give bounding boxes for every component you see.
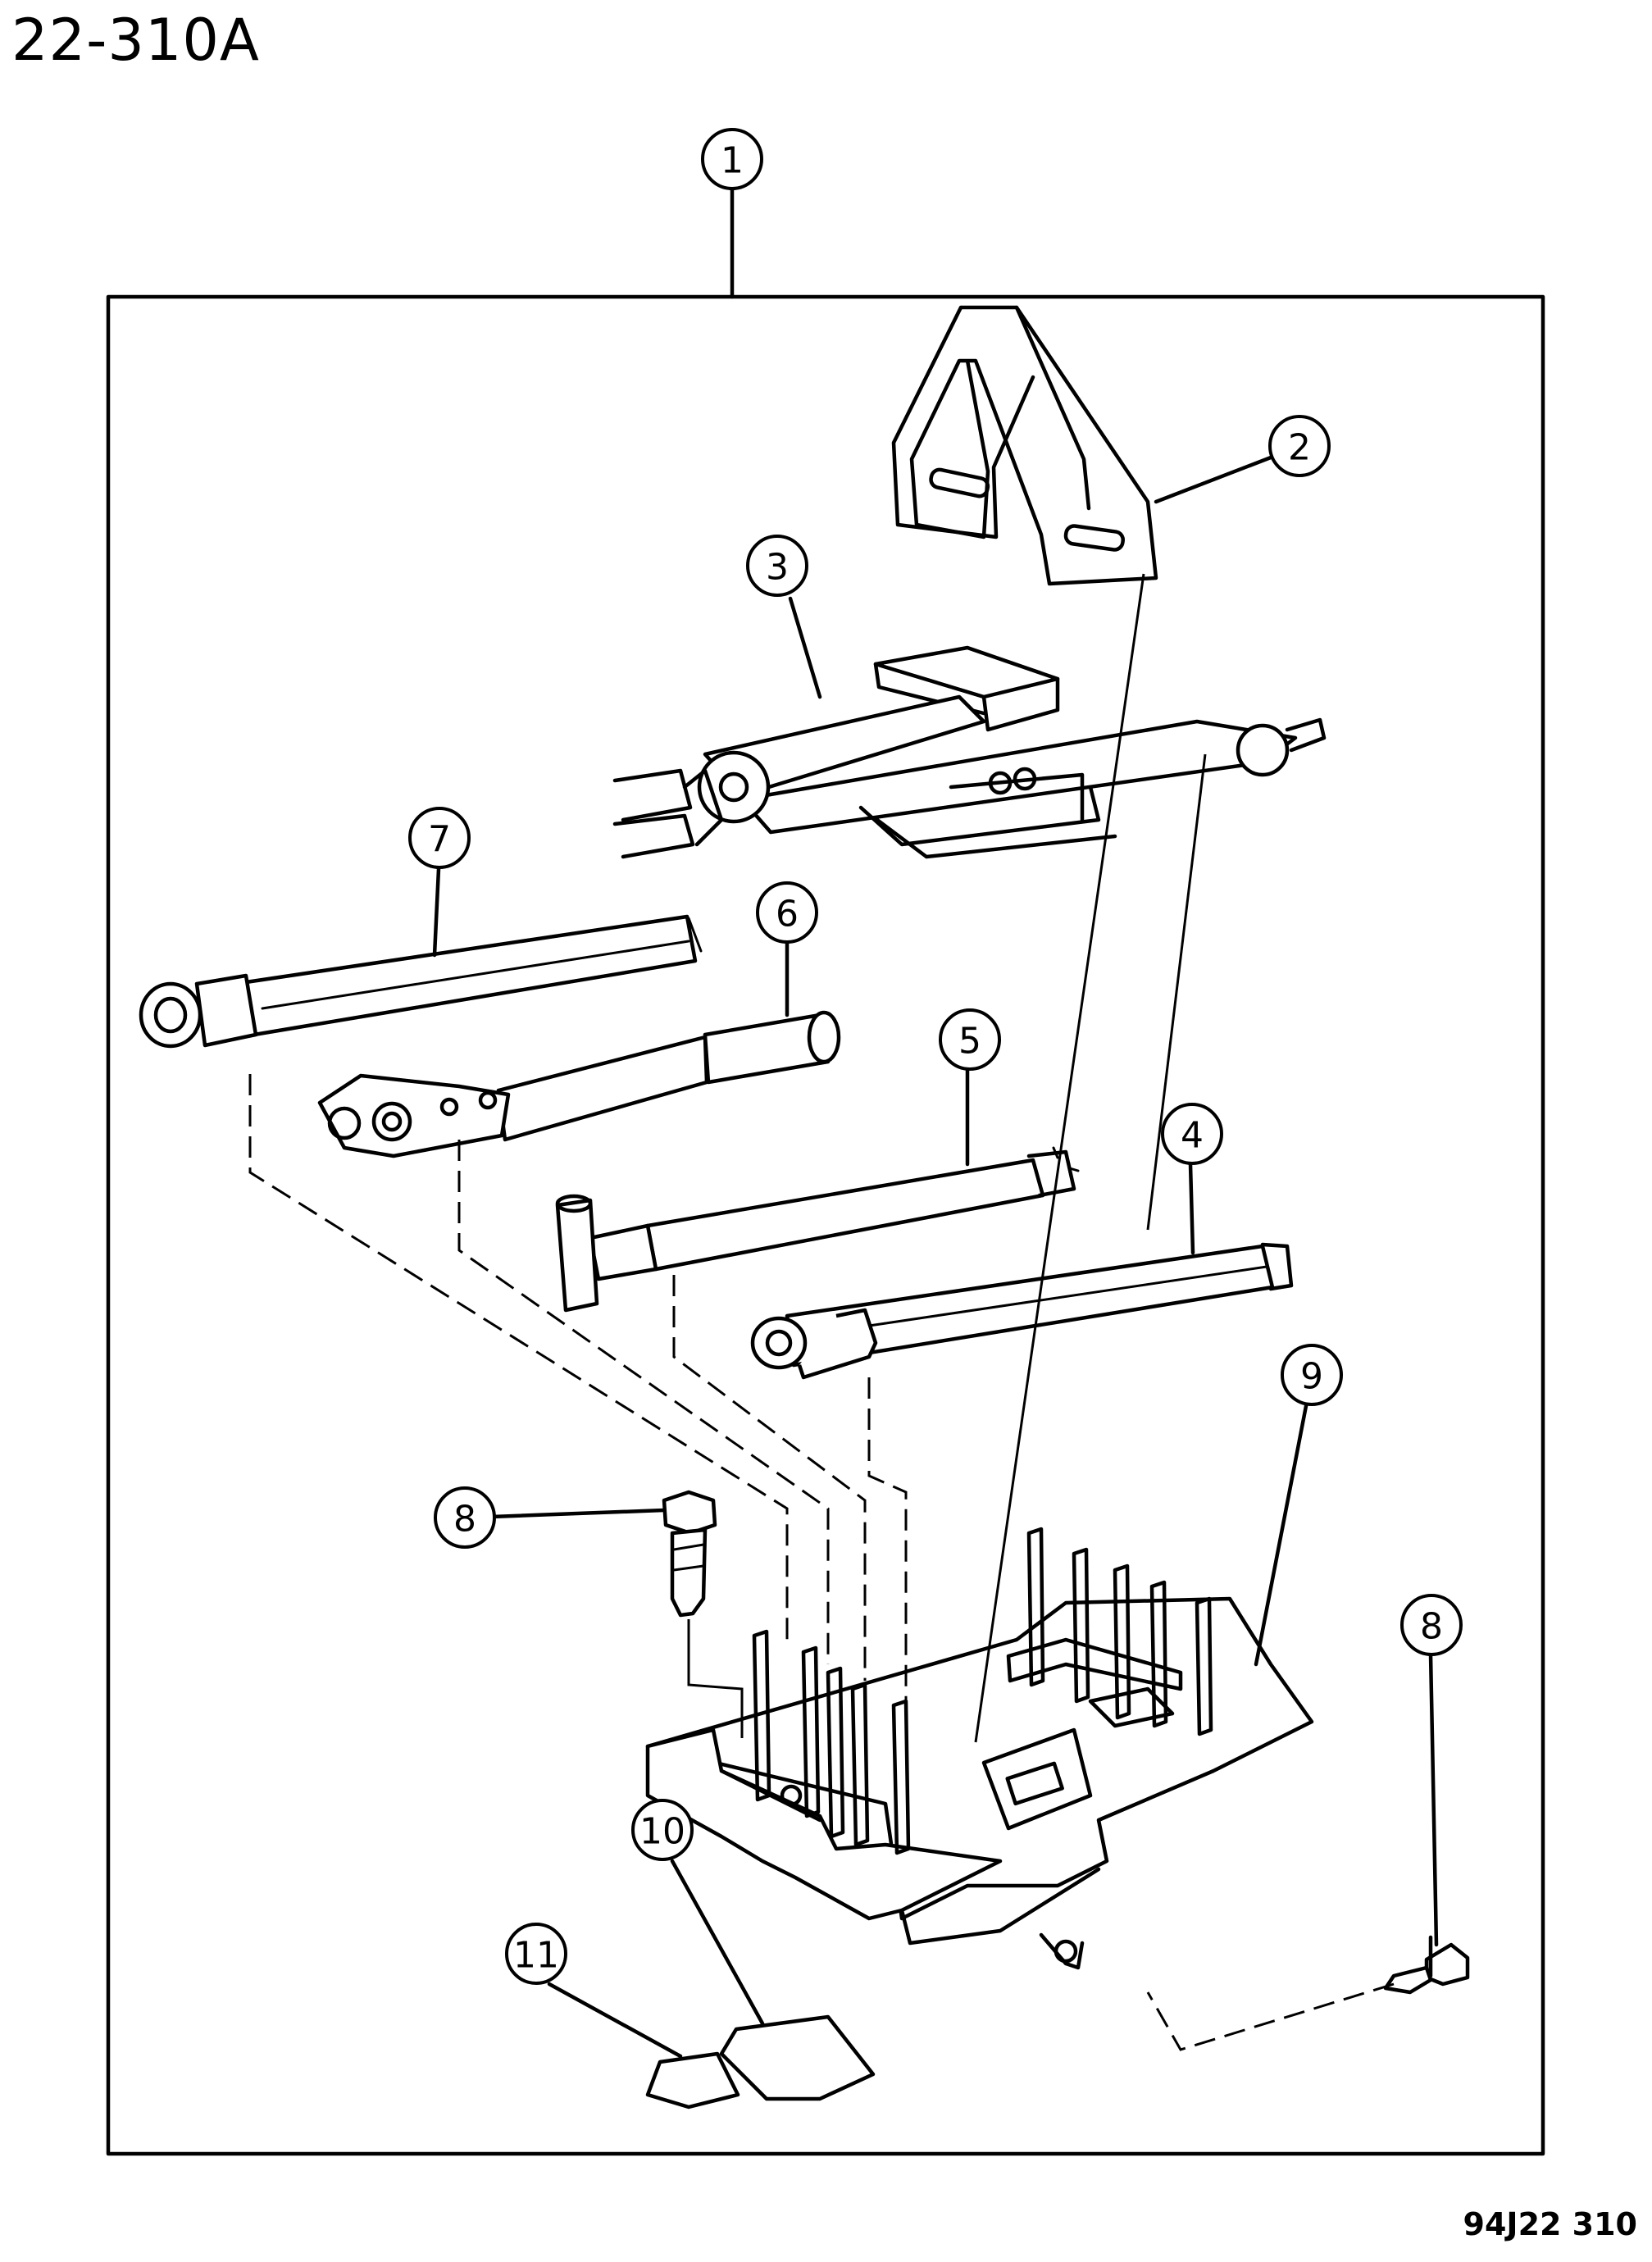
svg-text:7: 7 — [428, 819, 451, 861]
install-path-lug-extension — [867, 1377, 908, 1705]
leader-2 — [1154, 455, 1273, 504]
install-path-extension — [672, 1275, 867, 1681]
svg-text:4: 4 — [1181, 1115, 1204, 1157]
svg-text:3: 3 — [766, 547, 789, 589]
callout-4: 4 — [1161, 1103, 1223, 1165]
callout-7: 7 — [408, 807, 471, 869]
callout-9: 9 — [1281, 1344, 1343, 1406]
assembly-frame — [106, 294, 1545, 2156]
leader-4 — [1188, 1162, 1195, 1255]
part-jack-handle — [317, 1010, 841, 1158]
install-path-jack-handle — [457, 1140, 830, 1664]
part-strap — [891, 305, 1158, 586]
svg-text:9: 9 — [1300, 1356, 1323, 1398]
callout-6: 6 — [756, 881, 818, 944]
part-extension — [555, 1146, 1080, 1313]
callout-11: 11 — [505, 1923, 567, 1985]
part-lug-extension — [750, 1242, 1294, 1380]
install-path-lug-wrench — [248, 1074, 789, 1640]
svg-text:10: 10 — [639, 1811, 685, 1853]
callout-1: 1 — [701, 128, 763, 190]
strap-slot-left — [929, 467, 990, 498]
svg-text:8: 8 — [453, 1499, 476, 1541]
callout-2: 2 — [1268, 415, 1331, 477]
svg-text:2: 2 — [1288, 427, 1311, 469]
callout-8-left: 8 — [434, 1486, 496, 1549]
part-decal-10 — [719, 2014, 876, 2101]
callout-8-right: 8 — [1400, 1594, 1463, 1656]
part-bolt-left — [662, 1490, 717, 1618]
leader-9 — [1254, 1404, 1308, 1667]
jack-pivot-right — [1236, 723, 1290, 777]
leader-3 — [788, 596, 822, 699]
lug-extension-socket — [750, 1316, 808, 1370]
svg-text:8: 8 — [1420, 1606, 1443, 1648]
install-path-strap — [974, 573, 1145, 1743]
leader-11 — [547, 1982, 683, 2059]
install-path-jack — [1146, 753, 1207, 1231]
install-path-bolt-left — [687, 1619, 744, 1738]
strap-slot-right — [1063, 524, 1126, 552]
leader-8a — [489, 1508, 667, 1519]
lug-wrench-socket — [139, 981, 203, 1049]
leader-7 — [432, 867, 441, 958]
callout-5: 5 — [939, 1008, 1001, 1071]
svg-text:6: 6 — [776, 894, 799, 935]
leader-10 — [670, 1859, 765, 2026]
part-bolt-right — [1383, 1935, 1470, 1995]
install-path-bolt-right — [1146, 1982, 1395, 2051]
svg-text:11: 11 — [513, 1935, 559, 1977]
figure-id: 22-310A — [11, 7, 260, 74]
drawing-reference-code: 94J22 310 — [1463, 2206, 1637, 2242]
jack-handle-hex — [371, 1101, 412, 1142]
part-lug-wrench — [139, 914, 703, 1049]
callout-3: 3 — [746, 535, 808, 597]
part-tool-tray — [645, 1527, 1314, 1970]
part-jack — [612, 645, 1327, 859]
part-decal-11 — [645, 2051, 740, 2110]
callout-10: 10 — [631, 1799, 694, 1861]
leader-8b — [1428, 1652, 1439, 1947]
svg-text:5: 5 — [958, 1021, 981, 1063]
svg-text:1: 1 — [721, 140, 744, 182]
